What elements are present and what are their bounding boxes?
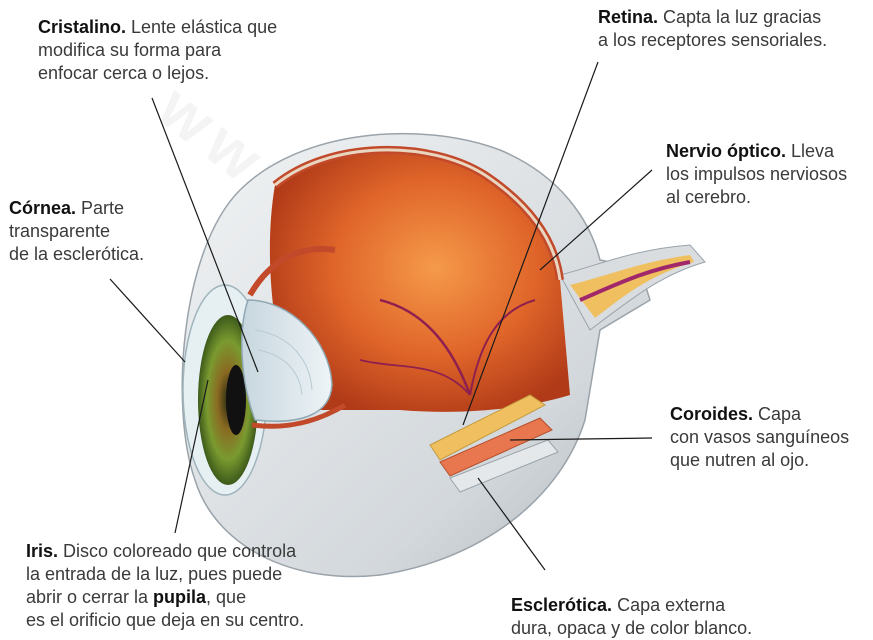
leader-cornea [110, 279, 185, 362]
label-nervio-optico: Nervio óptico. Lleva los impulsos nervio… [666, 140, 847, 209]
pupil-shape [226, 365, 246, 435]
label-retina: Retina. Capta la luz gracias a los recep… [598, 6, 827, 52]
term-nervio-optico: Nervio óptico. [666, 141, 786, 161]
label-coroides: Coroides. Capa con vasos sanguíneos que … [670, 403, 849, 472]
term-esclerotica: Esclerótica. [511, 595, 612, 615]
label-iris: Iris. Disco coloreado que controla la en… [26, 540, 304, 632]
term-coroides: Coroides. [670, 404, 753, 424]
term-iris: Iris. [26, 541, 58, 561]
term-cristalino: Cristalino. [38, 17, 126, 37]
label-cristalino: Cristalino. Lente elástica que modifica … [38, 16, 277, 85]
label-esclerotica: Esclerótica. Capa externa dura, opaca y … [511, 594, 752, 640]
label-cornea: Córnea. Parte transparente de la escleró… [9, 197, 144, 266]
term-retina: Retina. [598, 7, 658, 27]
term-pupila: pupila [153, 587, 206, 607]
term-cornea: Córnea. [9, 198, 76, 218]
